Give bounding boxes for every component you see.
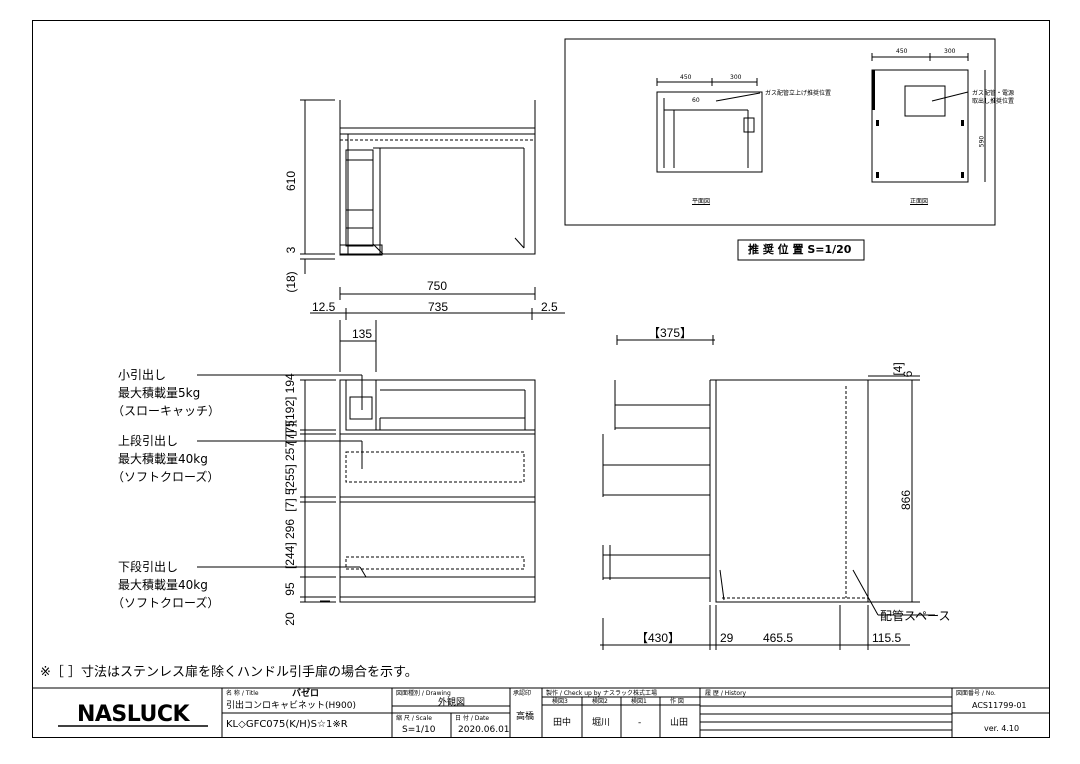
approver-label: 承認印 <box>513 690 532 697</box>
front-view-dimensions <box>197 374 367 603</box>
check-value-4: 山田 <box>670 718 689 728</box>
front-caption: 正面図 <box>910 198 929 205</box>
side-view-outline <box>602 379 869 603</box>
check-value-3: - <box>638 718 642 728</box>
dim-95: 95 <box>283 582 297 596</box>
nasluck-logo: NASLUCK <box>76 702 190 727</box>
recommended-position-box <box>564 38 996 261</box>
dim-465-5: 465.5 <box>763 631 794 645</box>
scale-value: S=1/10 <box>402 725 436 735</box>
plan-caption: 平面図 <box>692 198 711 205</box>
front-note-2: 取出し推奨位置 <box>972 98 1015 105</box>
drawer-upper-load: 最大積載量40kg <box>118 452 208 466</box>
check-head-4: 作 図 <box>670 698 684 705</box>
dim-750: 750 <box>427 279 448 293</box>
dim-2-5: 2.5 <box>541 300 558 314</box>
drawing-frame <box>32 20 1050 738</box>
drawer-small-type: （スローキャッチ） <box>112 404 221 418</box>
pipe-space-label: 配管スペース <box>880 609 951 623</box>
drawer-lower-load: 最大積載量40kg <box>118 578 208 592</box>
approver-value: 高橋 <box>516 712 535 722</box>
check-head-1: 検図3 <box>552 698 568 705</box>
dim-135: 135 <box>352 327 373 341</box>
name-label: 名 称 / Title <box>226 690 259 697</box>
dim-18: (18) <box>284 271 298 293</box>
name-value: バゼロ <box>292 689 320 699</box>
drawer-small-load: 最大積載量5kg <box>118 386 201 400</box>
front-view-outline <box>339 320 536 603</box>
recommended-position-label: 推 奨 位 置 S=1/20 <box>748 243 852 256</box>
dim-20: 20 <box>283 612 297 626</box>
check-head-3: 検図1 <box>631 698 647 705</box>
top-view-outline <box>339 100 536 256</box>
date-label: 日 付 / Date <box>455 715 490 722</box>
bracket-dimension-note: ※［ ］寸法はステンレス扉を除くハンドル引手扉の場合を示す。 <box>40 665 418 680</box>
drawing-type-value: 外観図 <box>438 698 466 708</box>
dim-29: 29 <box>720 631 734 645</box>
dim-610: 610 <box>284 170 298 192</box>
model-number: KL◇GFC075(K/H)S☆1※R <box>226 719 348 730</box>
drawer-upper-name: 上段引出し <box>118 434 179 448</box>
check-value-1: 田中 <box>553 718 572 728</box>
drawer-upper-type: （ソフトクローズ） <box>112 470 220 484</box>
drawer-lower-name: 下段引出し <box>118 560 179 574</box>
check-label: 製作 / Check up by ナスラック株式工場 <box>546 690 657 697</box>
check-head-2: 検図2 <box>592 698 608 705</box>
front-dim-590: 590 <box>978 135 986 148</box>
plan-dim-300: 300 <box>730 74 742 81</box>
plan-note: ガス配管立上げ推奨位置 <box>765 90 832 97</box>
name-line2: 引出コンロキャビネット(H900) <box>226 701 356 711</box>
dim-6: 6 <box>901 370 915 378</box>
scale-label: 縮 尺 / Scale <box>396 715 432 722</box>
drawing-number-label: 図面番号 / No. <box>956 690 996 697</box>
drawing-type-label: 図面種別 / Drawing <box>396 690 451 697</box>
top-view-dimensions <box>300 99 565 320</box>
drawing-number-value: ACS11799-01 <box>972 701 1027 710</box>
title-block-grid <box>32 687 1050 738</box>
dim-430: 【430】 <box>636 631 681 645</box>
history-label: 履 歴 / History <box>705 690 747 697</box>
plan-dim-450: 450 <box>680 74 692 81</box>
front-dim-450: 450 <box>896 48 908 55</box>
front-note-1: ガス配管・電源 <box>972 90 1015 97</box>
drawer-small-name: 小引出し <box>118 368 167 382</box>
front-dim-300: 300 <box>944 48 956 55</box>
plan-dim-60: 60 <box>692 97 700 104</box>
side-view-dimensions <box>600 335 935 650</box>
dim-3: 3 <box>284 246 298 254</box>
dim-735: 735 <box>428 300 449 314</box>
dim-115-5: 115.5 <box>872 631 902 645</box>
drawer-lower-type: （ソフトクローズ） <box>112 596 220 610</box>
version: ver. 4.10 <box>984 724 1020 733</box>
dim-12-5: 12.5 <box>312 300 336 314</box>
date-value: 2020.06.01 <box>458 725 510 735</box>
dim-375: 【375】 <box>648 326 693 340</box>
dim-296: [244] 296 <box>283 518 297 570</box>
dim-866: 866 <box>899 489 913 511</box>
check-value-2: 堀川 <box>592 718 611 728</box>
